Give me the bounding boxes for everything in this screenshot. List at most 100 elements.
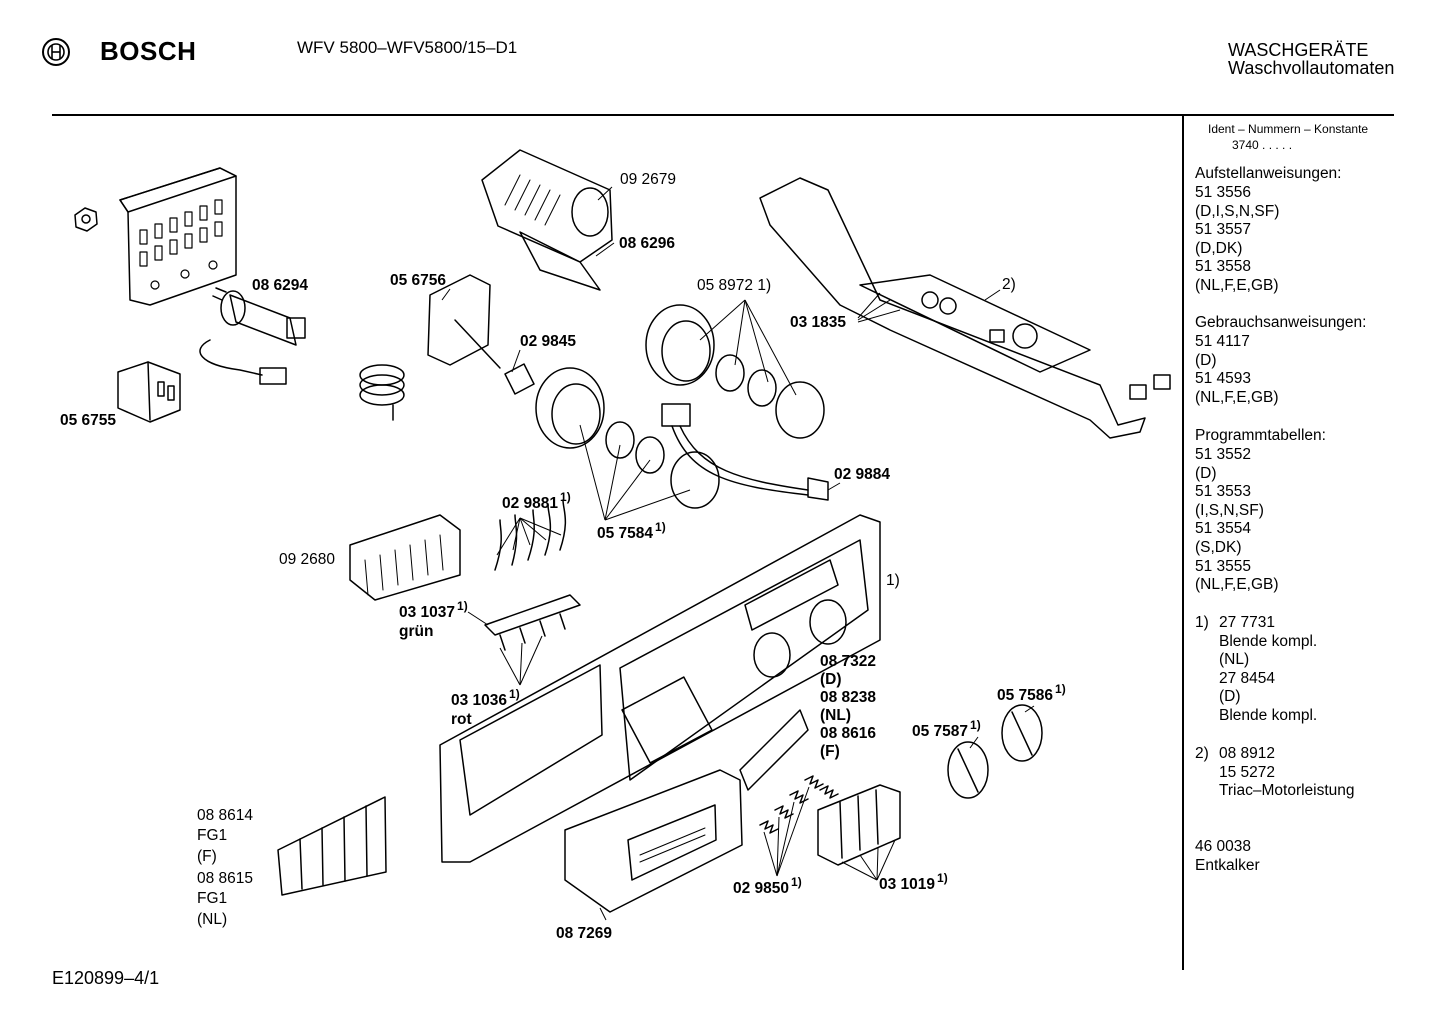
part-label-sub: (NL) (820, 707, 851, 724)
part-label-sub: (F) (820, 743, 840, 760)
list-item: (NL,F,E,GB) (1195, 576, 1279, 594)
part-label-sub: rot (451, 711, 472, 728)
label-strip (277, 796, 387, 896)
knob-cap-left (535, 367, 605, 449)
header-divider (52, 114, 1394, 116)
list-item: (NL) (1219, 651, 1250, 669)
part-label-sub: FG1 (197, 890, 228, 907)
list-item: (I,S,N,SF) (1195, 501, 1264, 519)
list-item: 51 3553 (1195, 483, 1252, 501)
aufstell-list: 51 3556 (D,I,S,N,SF) 51 3557 (D,DK) 51 3… (1195, 184, 1279, 296)
part-label: 09 2680 (279, 551, 336, 568)
list-item: (D) (1219, 688, 1241, 706)
knob-cap-right (645, 304, 715, 386)
part-label-sub: (NL) (197, 911, 228, 928)
transformer (117, 361, 181, 423)
leader-lines (441, 186, 1035, 921)
list-item: (D,I,S,N,SF) (1195, 202, 1280, 220)
list-item: 46 0038 (1195, 838, 1252, 855)
list-item: 27 7731 (1219, 614, 1276, 631)
list-item: Triac–Motorleistung (1219, 782, 1355, 800)
part-label-sub: (F) (197, 848, 217, 865)
list-item: (NL,F,E,GB) (1195, 276, 1279, 294)
ident-value: 3740 . . . . . (1232, 138, 1293, 152)
part-label: 08 8614 (197, 807, 254, 824)
gebrauch-title: Gebrauchsanweisungen: (1195, 314, 1367, 331)
list-item: Blende kompl. (1219, 632, 1318, 650)
bosch-logo-icon (42, 38, 70, 66)
part-label-sub: grün (399, 623, 434, 640)
note-1-list: 27 7731 Blende kompl. (NL) 27 8454 (D) B… (1219, 614, 1317, 726)
cable-02-9884 (661, 403, 829, 501)
list-item: 51 3556 (1195, 184, 1252, 201)
knob-rings (605, 354, 777, 474)
part-label: 08 7322 (820, 653, 877, 670)
part-label: 08 7269 (556, 925, 613, 942)
side-panel-divider (1182, 116, 1184, 970)
list-item: 27 8454 (1219, 669, 1276, 687)
extra-list: 46 0038 Entkalker (1195, 838, 1260, 875)
part-label: 05 6756 (390, 272, 447, 289)
part-label: 05 6755 (60, 412, 117, 429)
drawing-code: E120899–4/1 (52, 968, 160, 988)
list-item: 51 3554 (1195, 520, 1252, 538)
part-label: 03 1835 (790, 314, 847, 331)
selector-knob-small (947, 741, 989, 799)
mounting-bracket (119, 167, 237, 306)
lower-cover (564, 769, 743, 913)
list-item: (NL,F,E,GB) (1195, 388, 1279, 406)
list-item: 51 4117 (1195, 333, 1250, 350)
electronics-bracket (759, 177, 1171, 439)
selector-knob-large (1001, 704, 1043, 762)
model-number: WFV 5800–WFV5800/15–D1 (297, 38, 518, 57)
list-item: 15 5272 (1219, 763, 1276, 781)
part-label: 05 8972 1) (697, 277, 772, 294)
front-panel (439, 514, 881, 863)
pump-assembly (481, 149, 613, 291)
list-item: 51 3552 (1195, 446, 1252, 463)
contact-bar (484, 594, 581, 651)
part-label: 09 2679 (620, 171, 677, 188)
part-label: 02 9884 (834, 466, 891, 483)
list-item: (D) (1195, 351, 1217, 369)
note-2-marker: 2) (1195, 745, 1209, 762)
list-item: Blende kompl. (1219, 706, 1318, 724)
category-title: WASCHGERÄTE (1228, 40, 1369, 60)
list-item: 51 3557 (1195, 221, 1252, 239)
note-1-marker: 1) (1195, 614, 1209, 631)
part-label-sub: (D) (820, 671, 842, 688)
programme-switch-block (349, 514, 461, 601)
note-marker: 2) (1002, 276, 1016, 293)
list-item: (S,DK) (1195, 538, 1242, 556)
list-item: 51 4593 (1195, 370, 1252, 388)
knob-bodies (670, 381, 825, 509)
part-label: 08 8615 (197, 870, 254, 887)
programm-list: 51 3552 (D) 51 3553 (I,S,N,SF) 51 3554 (… (1195, 446, 1279, 595)
nut (74, 207, 98, 232)
category-subtitle: Waschvollautomaten (1228, 58, 1395, 78)
ident-title: Ident – Nummern – Konstante (1208, 122, 1369, 136)
door-lock-switch (359, 274, 501, 421)
list-item: 08 8912 (1219, 745, 1276, 762)
part-label-sub: FG1 (197, 827, 228, 844)
note-2-list: 08 8912 15 5272 Triac–Motorleistung (1219, 745, 1355, 801)
connector-02-9845 (504, 363, 535, 395)
programm-title: Programmtabellen: (1195, 427, 1326, 444)
brand-name: BOSCH (100, 36, 197, 66)
list-item: (D) (1195, 464, 1217, 482)
list-item: Entkalker (1195, 856, 1260, 874)
gebrauch-list: 51 4117 (D) 51 4593 (NL,F,E,GB) (1195, 333, 1279, 407)
part-label: 08 8616 (820, 725, 877, 742)
list-item: (D,DK) (1195, 239, 1243, 257)
part-label: 08 8238 (820, 689, 877, 706)
part-label: 08 6294 (252, 277, 309, 294)
push-buttons (817, 784, 901, 866)
aufstell-title: Aufstellanweisungen: (1195, 165, 1342, 182)
